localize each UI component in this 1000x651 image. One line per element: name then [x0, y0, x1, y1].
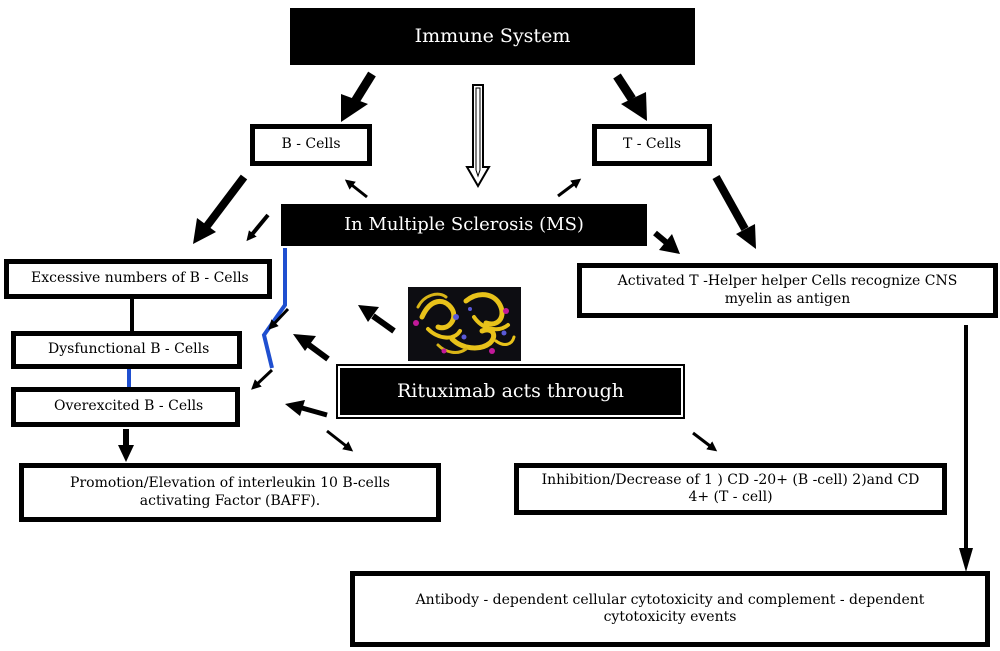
b-cells-node: B - Cells	[250, 124, 372, 166]
arrow-rituximab-to-inhibition	[692, 431, 718, 452]
arrowhead-rituximab-to-overexcited	[285, 400, 305, 416]
dysfunctional-b-cells-node: Dysfunctional B - Cells	[11, 331, 242, 369]
arrow-image-to-ms	[371, 313, 396, 334]
arrow-ms-to-tcells	[557, 178, 582, 198]
rituximab-node: Rituximab acts through	[336, 364, 685, 419]
inhibition-cd-label: Inhibition/Decrease of 1 ) CD -20+ (B -c…	[541, 471, 920, 506]
arrow-ms-to-bcells	[344, 179, 368, 199]
arrowhead-immune-to-bcells	[341, 94, 368, 122]
rituximab-label: Rituximab acts through	[396, 379, 625, 402]
excessive-b-cells-label: Excessive numbers of B - Cells	[31, 270, 249, 287]
arrow-immune-to-bcells	[350, 71, 376, 106]
promotion-il10-node: Promotion/Elevation of interleukin 10 B-…	[19, 463, 441, 522]
hollow-arrow-inner-line	[475, 87, 481, 178]
arrow-immune-to-tcells	[613, 73, 636, 102]
antibody-cytotoxicity-node: Antibody - dependent cellular cytotoxici…	[350, 571, 990, 647]
promotion-il10-label: Promotion/Elevation of interleukin 10 B-…	[70, 475, 390, 509]
immune-system-node: Immune System	[290, 8, 695, 65]
activated-t-helper-label: Activated T -Helper helper Cells recogni…	[617, 273, 958, 307]
protein-highlights	[413, 307, 509, 354]
b-cells-label: B - Cells	[281, 136, 341, 153]
arrowhead-immune-to-tcells	[621, 92, 647, 121]
rituximab-protein-structure-image	[408, 287, 521, 361]
arrow-bcells-to-excessive	[203, 174, 248, 229]
arrowhead-activated-to-antibody	[959, 548, 973, 572]
overexcited-b-cells-node: Overexcited B - Cells	[11, 387, 240, 427]
arrow-ms-to-excessive	[246, 213, 270, 242]
dysfunctional-b-cells-label: Dysfunctional B - Cells	[48, 341, 210, 358]
activated-t-helper-node: Activated T -Helper helper Cells recogni…	[577, 263, 998, 318]
antibody-cytotoxicity-label: Antibody - dependent cellular cytotoxici…	[415, 591, 925, 626]
arrow-rituximab-to-overexcited	[301, 405, 328, 418]
t-cells-label: T - Cells	[622, 136, 682, 153]
arrowhead-bcells-to-excessive	[193, 218, 216, 244]
t-cells-node: T - Cells	[592, 124, 712, 166]
protein-ribbons	[416, 292, 516, 354]
arrowhead-overexcited-to-promotion	[118, 445, 134, 462]
inhibition-cd-node: Inhibition/Decrease of 1 ) CD -20+ (B -c…	[514, 463, 947, 515]
arrow-tcells-to-activated	[712, 175, 749, 231]
arrow-rituximab-to-promotion	[326, 429, 354, 452]
arrowhead-tcells-to-activated	[736, 224, 756, 249]
arrow-zigzag-to-dysfunctional	[268, 307, 290, 330]
arrowhead-rituximab-to-dysfunctional	[293, 334, 316, 351]
immune-system-label: Immune System	[414, 24, 571, 47]
arrow-ms-to-activated	[653, 230, 669, 246]
arrowhead-image-to-ms	[358, 305, 379, 322]
arrow-zigzag-to-overexcited	[251, 368, 274, 390]
multiple-sclerosis-label: In Multiple Sclerosis (MS)	[344, 213, 584, 235]
hollow-arrow-immune-to-ms	[465, 84, 491, 188]
arrow-rituximab-to-dysfunctional	[307, 342, 330, 362]
arrowhead-ms-to-activated	[659, 234, 680, 254]
overexcited-b-cells-label: Overexcited B - Cells	[54, 398, 204, 415]
excessive-b-cells-node: Excessive numbers of B - Cells	[4, 259, 272, 299]
multiple-sclerosis-node: In Multiple Sclerosis (MS)	[281, 204, 647, 246]
